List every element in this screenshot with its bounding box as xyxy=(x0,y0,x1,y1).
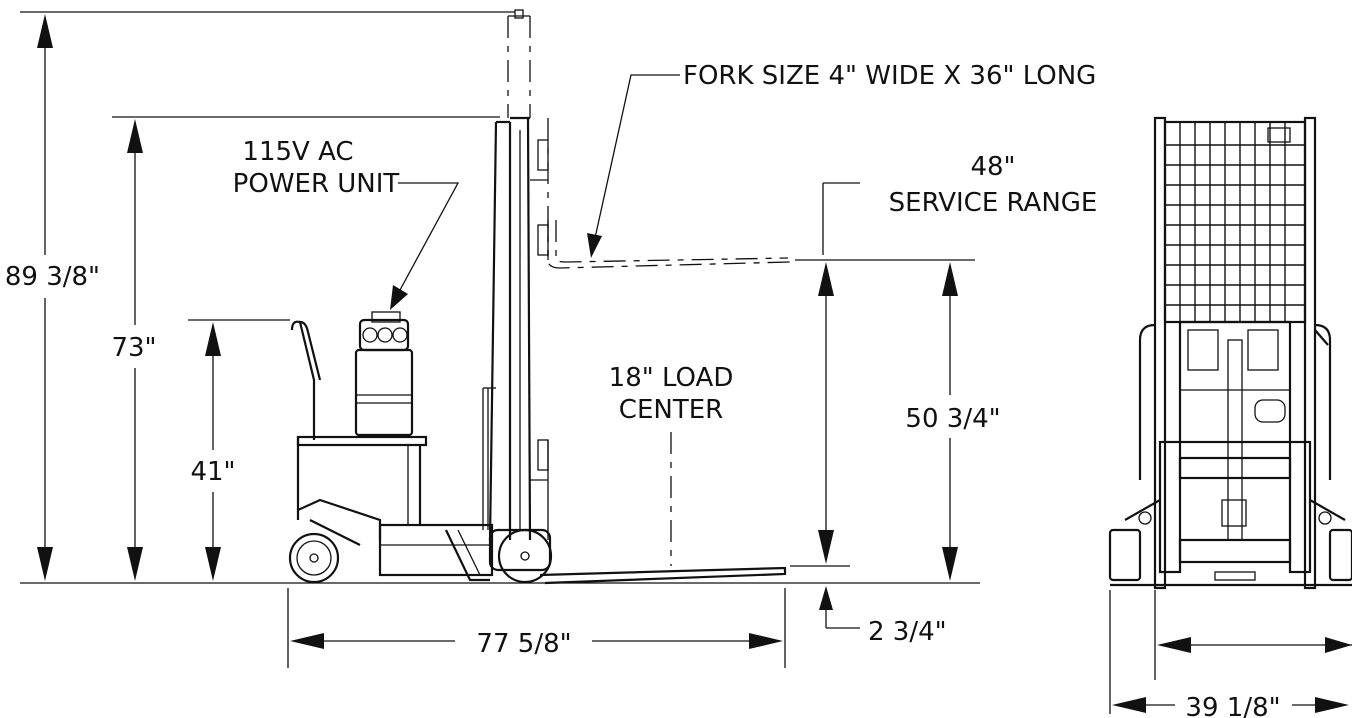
dimension-overall-height: 89 3/8" xyxy=(0,14,110,581)
overall-width-label: 39 1/8" xyxy=(1185,693,1280,718)
lift-height-label: 50 3/4" xyxy=(905,404,1000,434)
mast-height-label: 73" xyxy=(111,333,156,363)
dimension-fork-lowered: 2 3/4" xyxy=(819,586,947,647)
fork-size-label: FORK SIZE 4" WIDE X 36" LONG xyxy=(683,61,1096,91)
callout-power-unit: 115V AC POWER UNIT xyxy=(233,137,460,310)
load-center-line1: 18" LOAD xyxy=(609,363,734,393)
callout-load-center: 18" LOAD CENTER xyxy=(609,363,734,566)
chassis xyxy=(296,435,552,582)
raised-fork-phantom xyxy=(547,220,791,269)
overall-height-label: 89 3/8" xyxy=(5,262,100,292)
overall-length-label: 77 5/8" xyxy=(476,629,571,659)
handle-height-label: 41" xyxy=(190,457,235,487)
stacker-front-view xyxy=(1108,116,1352,590)
dimension-overall-length: 77 5/8" xyxy=(290,629,783,659)
dimension-handle-height: 41" xyxy=(185,322,243,581)
load-guard-grid xyxy=(1165,122,1305,322)
service-range-value: 48" xyxy=(970,152,1015,182)
lowered-fork xyxy=(539,566,787,585)
dimension-service-range: 48" SERVICE RANGE xyxy=(818,152,1097,564)
mast xyxy=(482,116,549,541)
stacker-side-view xyxy=(288,9,791,585)
wheels xyxy=(288,528,553,584)
dimension-overall-width: 39 1/8" xyxy=(1112,637,1352,718)
load-center-line2: CENTER xyxy=(619,395,723,425)
dimension-mast-height: 73" xyxy=(100,119,170,581)
handle xyxy=(290,320,322,440)
extension-lines xyxy=(20,11,1156,714)
power-unit xyxy=(354,311,414,437)
power-unit-line1: 115V AC xyxy=(242,137,353,167)
service-range-label: SERVICE RANGE xyxy=(889,188,1098,218)
dimension-lift-height: 50 3/4" xyxy=(905,262,1001,581)
power-unit-line2: POWER UNIT xyxy=(233,169,400,199)
callout-fork-size: FORK SIZE 4" WIDE X 36" LONG xyxy=(587,61,1096,258)
fork-lowered-label: 2 3/4" xyxy=(868,617,947,647)
